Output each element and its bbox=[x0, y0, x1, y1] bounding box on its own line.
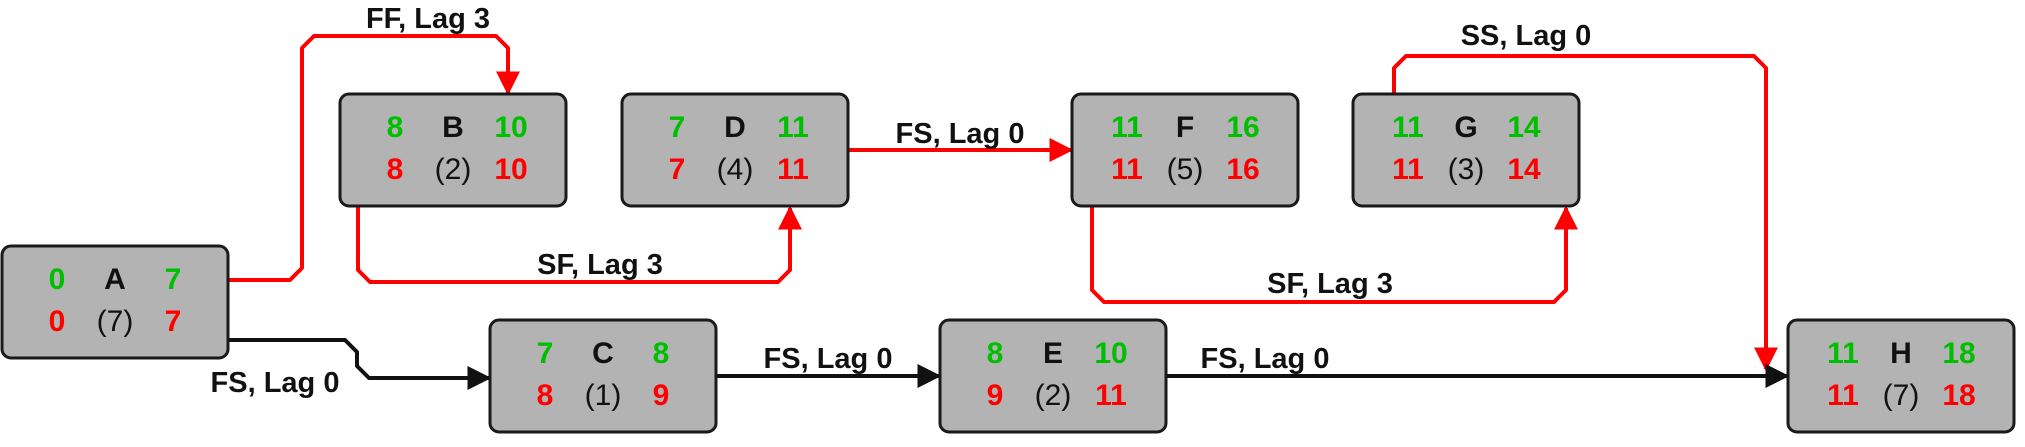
late-start: 9 bbox=[987, 379, 1004, 412]
node-box bbox=[938, 318, 1168, 434]
duration: (1) bbox=[585, 379, 622, 412]
duration: (7) bbox=[1883, 379, 1920, 412]
activity-node-c: 7 C 8 8 (1) 9 bbox=[488, 318, 718, 434]
late-finish: 11 bbox=[777, 153, 809, 186]
late-start: 11 bbox=[1392, 153, 1424, 186]
late-finish: 10 bbox=[494, 153, 527, 186]
node-box bbox=[620, 92, 850, 208]
edge-a-c bbox=[228, 338, 492, 390]
early-start: 7 bbox=[669, 111, 686, 144]
early-finish: 11 bbox=[777, 111, 809, 144]
activity-id: H bbox=[1890, 337, 1912, 370]
node-box bbox=[1070, 92, 1300, 208]
early-finish: 8 bbox=[653, 337, 670, 370]
duration: (4) bbox=[717, 153, 754, 186]
activity-id: G bbox=[1454, 111, 1477, 144]
late-finish: 9 bbox=[653, 379, 670, 412]
late-finish: 14 bbox=[1507, 153, 1541, 186]
early-finish: 10 bbox=[1094, 337, 1127, 370]
edge-label-f-g: SF, Lag 3 bbox=[1267, 268, 1393, 300]
edge-label-d-f: FS, Lag 0 bbox=[896, 118, 1025, 150]
edges-layer bbox=[228, 34, 1790, 390]
activity-id: F bbox=[1176, 111, 1194, 144]
edge-b-d bbox=[356, 205, 802, 284]
late-finish: 11 bbox=[1095, 379, 1127, 412]
early-start: 0 bbox=[49, 263, 66, 296]
early-start: 8 bbox=[987, 337, 1004, 370]
edge-g-h bbox=[1392, 54, 1778, 372]
activity-node-d: 7 D 11 7 (4) 11 bbox=[620, 92, 850, 208]
edge-f-g bbox=[1090, 205, 1578, 304]
edge-label-g-h: SS, Lag 0 bbox=[1461, 20, 1592, 52]
late-start: 11 bbox=[1111, 153, 1143, 186]
activity-node-h: 11 H 18 11 (7) 18 bbox=[1786, 318, 2016, 434]
edge-label-a-c: FS, Lag 0 bbox=[211, 367, 340, 399]
activity-id: D bbox=[724, 111, 746, 144]
activity-node-g: 11 G 14 11 (3) 14 bbox=[1351, 92, 1581, 208]
edge-label-b-d: SF, Lag 3 bbox=[537, 249, 663, 281]
early-finish: 18 bbox=[1942, 337, 1975, 370]
node-box bbox=[338, 92, 568, 208]
activity-node-a: 0 A 7 0 (7) 7 bbox=[0, 244, 230, 360]
edge-a-b bbox=[228, 34, 520, 282]
early-finish: 16 bbox=[1226, 111, 1259, 144]
node-box bbox=[488, 318, 718, 434]
edge-labels-layer: FF, Lag 3 SF, Lag 3 FS, Lag 0 SF, Lag 3 SS, … bbox=[211, 3, 1592, 399]
activity-node-b: 8 B 10 8 (2) 10 bbox=[338, 92, 568, 208]
duration: (5) bbox=[1167, 153, 1204, 186]
late-start: 7 bbox=[669, 153, 686, 186]
late-start: 8 bbox=[537, 379, 554, 412]
early-start: 11 bbox=[1827, 337, 1859, 370]
activity-node-e: 8 E 10 9 (2) 11 bbox=[938, 318, 1168, 434]
early-start: 7 bbox=[537, 337, 554, 370]
late-finish: 7 bbox=[165, 305, 182, 338]
duration: (2) bbox=[1035, 379, 1072, 412]
node-box bbox=[0, 244, 230, 360]
early-finish: 14 bbox=[1507, 111, 1541, 144]
activity-id: A bbox=[104, 263, 126, 296]
early-start: 11 bbox=[1392, 111, 1424, 144]
edge-label-e-h: FS, Lag 0 bbox=[1201, 343, 1330, 375]
late-finish: 16 bbox=[1226, 153, 1259, 186]
activity-id: E bbox=[1043, 337, 1063, 370]
node-box bbox=[1786, 318, 2016, 434]
edge-label-a-b: FF, Lag 3 bbox=[366, 3, 490, 35]
late-start: 0 bbox=[49, 305, 66, 338]
duration: (3) bbox=[1448, 153, 1485, 186]
activity-node-f: 11 F 16 11 (5) 16 bbox=[1070, 92, 1300, 208]
late-start: 11 bbox=[1827, 379, 1859, 412]
late-start: 8 bbox=[387, 153, 404, 186]
late-finish: 18 bbox=[1942, 379, 1975, 412]
early-finish: 10 bbox=[494, 111, 527, 144]
duration: (2) bbox=[435, 153, 472, 186]
activity-id: C bbox=[592, 337, 614, 370]
early-finish: 7 bbox=[165, 263, 182, 296]
duration: (7) bbox=[97, 305, 134, 338]
early-start: 11 bbox=[1111, 111, 1143, 144]
node-box bbox=[1351, 92, 1581, 208]
edge-label-c-e: FS, Lag 0 bbox=[764, 343, 893, 375]
activity-id: B bbox=[442, 111, 464, 144]
early-start: 8 bbox=[387, 111, 404, 144]
